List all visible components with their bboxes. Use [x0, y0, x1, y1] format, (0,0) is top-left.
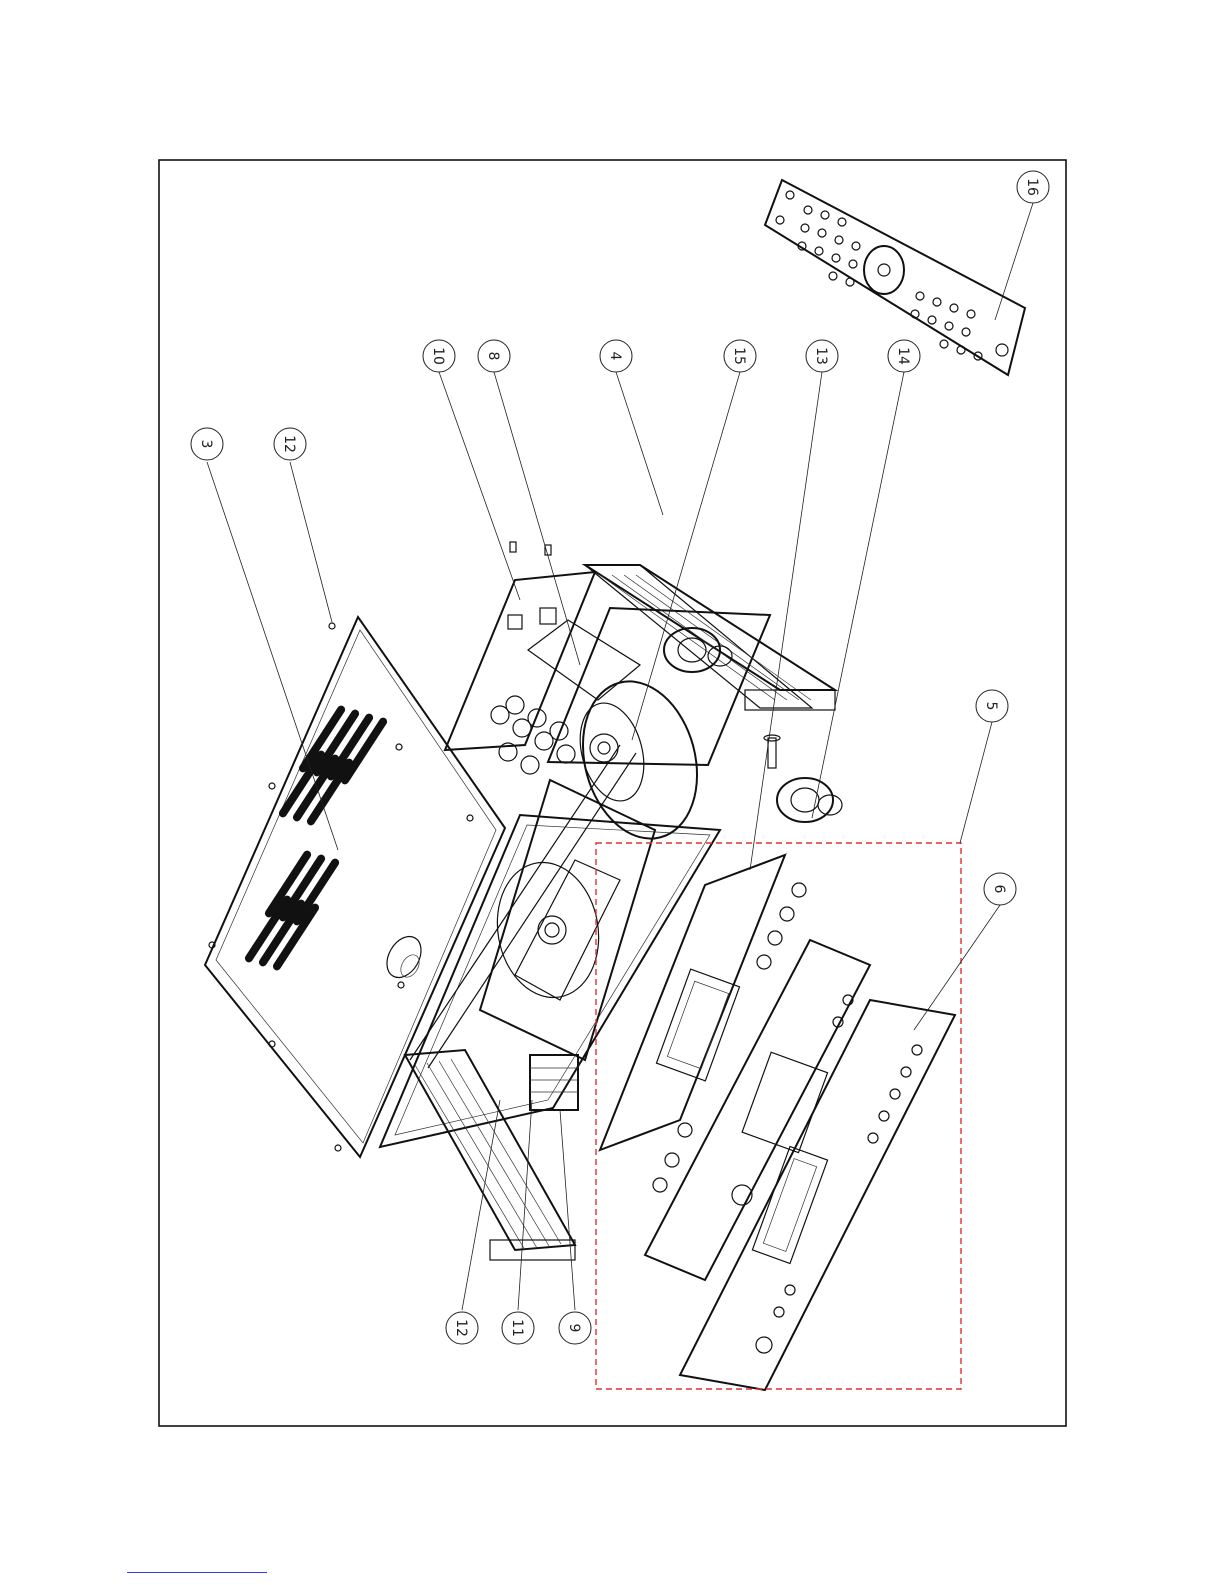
callout-12-bottom: 12 [446, 1312, 478, 1344]
callout-15-label: 15 [731, 347, 747, 365]
callout-4-label: 4 [607, 352, 623, 361]
callout-12-bottom-label: 12 [453, 1319, 469, 1337]
callout-8-label: 8 [485, 352, 501, 361]
callout-6-label: 6 [991, 885, 1007, 894]
callout-16: 16 [1017, 171, 1049, 203]
callout-14: 14 [888, 340, 920, 372]
front-subpanel [645, 940, 870, 1280]
remote-nav-pad [864, 246, 904, 294]
front-faceplate [680, 1000, 955, 1390]
remote-buttons [776, 191, 982, 360]
callout-11: 11 [502, 1312, 534, 1344]
top-cover [205, 617, 505, 1157]
callout-3-label: 3 [198, 440, 214, 449]
callout-12-top: 12 [274, 428, 306, 460]
callout-10: 10 [423, 340, 455, 372]
vent-slots-lower [243, 849, 340, 972]
callout-8: 8 [478, 340, 510, 372]
callout-16-label: 16 [1024, 178, 1040, 196]
chassis-base [380, 745, 720, 1147]
callout-10-label: 10 [430, 347, 446, 365]
callout-6: 6 [984, 873, 1016, 905]
callout-12-top-label: 12 [281, 435, 297, 453]
capacitor-bank [491, 696, 575, 774]
callout-4: 4 [600, 340, 632, 372]
footer-rule [127, 1572, 267, 1573]
callout-15: 15 [724, 340, 756, 372]
rear-panel [445, 572, 595, 750]
knobs [653, 883, 806, 1192]
vent-slots-upper [277, 704, 388, 827]
screws [209, 542, 551, 1151]
callout-11-label: 11 [509, 1319, 525, 1337]
callout-9-label: 9 [566, 1324, 582, 1333]
callout-5-label: 5 [983, 702, 999, 711]
cd-drive-assembly [480, 780, 655, 1060]
callout-13: 13 [806, 340, 838, 372]
display-pcb [600, 855, 785, 1150]
callout-13-label: 13 [813, 347, 829, 365]
callout-9: 9 [559, 1312, 591, 1344]
callout-5: 5 [976, 690, 1008, 722]
callout-14-label: 14 [895, 347, 911, 365]
side-heatsink-right [585, 565, 835, 710]
callout-3: 3 [191, 428, 223, 460]
